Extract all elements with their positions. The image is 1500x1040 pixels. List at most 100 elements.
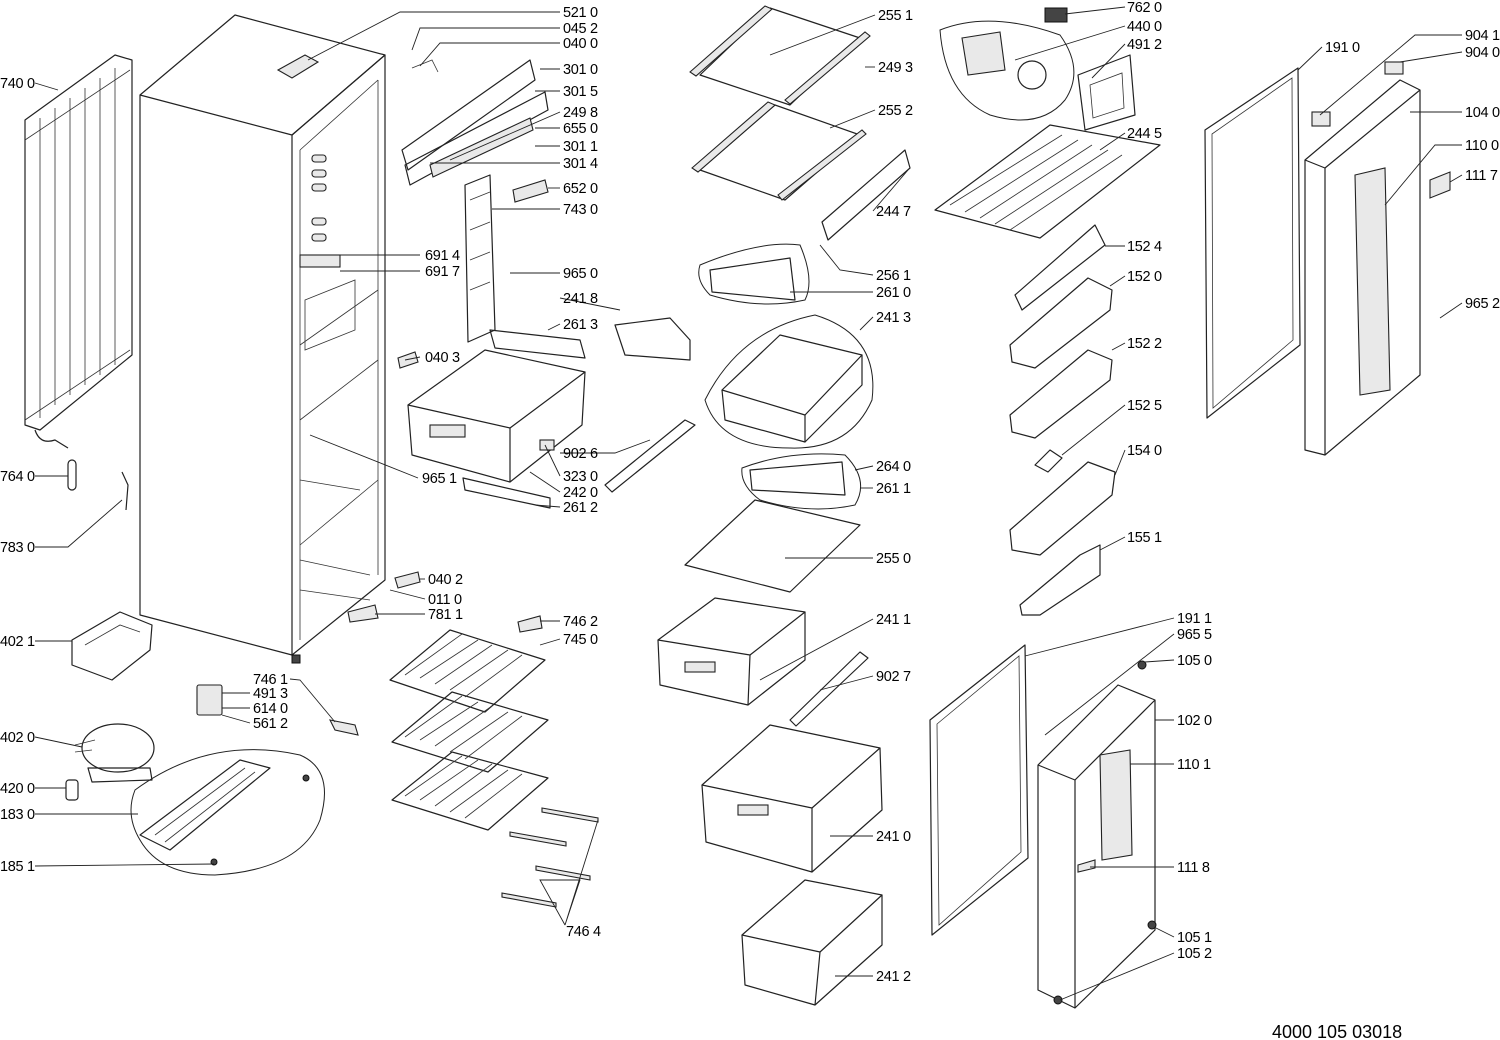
upper-door-part [1304, 61, 1451, 456]
callout: 746 2 [540, 614, 598, 630]
callout: 301 0 [540, 62, 598, 78]
callout: 301 4 [430, 156, 598, 172]
callout-label: 105 1 [1177, 930, 1212, 946]
callout: 740 0 [0, 76, 59, 92]
leader-line [309, 434, 419, 479]
callout: 402 0 [0, 730, 83, 748]
callout: 183 0 [0, 807, 138, 823]
leader-line [1384, 144, 1462, 206]
upper-drawer-part [407, 349, 586, 509]
crisper-cover-group [684, 243, 874, 593]
callout-label: 746 1 [253, 672, 288, 688]
callout: 191 0 [1297, 40, 1360, 71]
base-bracket-group [130, 749, 325, 876]
callout-label: 102 0 [1177, 713, 1212, 729]
leader-line [529, 471, 561, 493]
callout-label: 965 5 [1177, 627, 1212, 643]
callout-label: 241 3 [876, 310, 911, 326]
callout-label: 655 0 [563, 121, 598, 137]
callout-label: 111 8 [1177, 860, 1210, 876]
callout: 045 2 [411, 21, 598, 51]
callout-label: 191 1 [1177, 611, 1212, 627]
callout-label: 691 4 [425, 248, 460, 264]
leader-line [404, 356, 421, 361]
callout-label: 691 7 [425, 264, 460, 280]
callout-label: 521 0 [563, 5, 598, 21]
leader-line [35, 499, 123, 548]
callout-label: 111 7 [1465, 168, 1498, 184]
callout: 440 0 [1014, 19, 1162, 61]
callout: 040 3 [404, 350, 460, 366]
callout-label: 301 0 [563, 62, 598, 78]
leader-line [859, 316, 874, 331]
egg-rack-part [934, 124, 1161, 239]
leader-line [1297, 46, 1323, 71]
callout-label: 244 7 [876, 204, 911, 220]
callout: 691 4 [300, 248, 460, 264]
lower-door-part [1037, 660, 1157, 1009]
leader-line [221, 714, 251, 724]
callout-label: 152 2 [1127, 336, 1162, 352]
leader-line [560, 439, 651, 454]
leader-line [1044, 633, 1175, 736]
callout: 323 0 [544, 444, 598, 485]
callout-label: 261 1 [876, 481, 911, 497]
callout-label: 256 1 [876, 268, 911, 284]
callout-label: 185 1 [0, 859, 35, 875]
callout: 655 0 [535, 121, 598, 137]
callout: 783 0 [0, 499, 123, 556]
callout: 040 2 [420, 572, 463, 588]
trim-part-902 [604, 419, 696, 493]
callout: 965 5 [1044, 627, 1212, 736]
callout-label: 040 0 [563, 36, 598, 52]
callout: 261 2 [534, 500, 598, 516]
callout: 965 0 [510, 266, 598, 282]
leader-line [544, 444, 561, 477]
callout: 491 2 [1091, 37, 1162, 79]
leader-line [819, 244, 874, 276]
callout: 255 0 [785, 551, 911, 567]
callout-label: 614 0 [253, 701, 288, 717]
leader-line [419, 42, 560, 67]
callout-label: 241 0 [876, 829, 911, 845]
callout-label: 011 0 [428, 592, 462, 608]
foot-part-746 [329, 719, 359, 736]
callout: 614 0 [222, 701, 288, 717]
capacitor-part-420 [65, 779, 79, 801]
leader-line [1014, 25, 1126, 61]
callout-label: 740 0 [0, 76, 35, 92]
tray-part-402 [71, 611, 153, 681]
leader-line [1091, 43, 1126, 79]
callout: 746 1 [253, 672, 336, 723]
callout-label: 191 0 [1325, 40, 1360, 56]
leader-line [759, 618, 874, 681]
leader-line [34, 863, 215, 867]
leader-line [547, 323, 561, 331]
control-panel-parts [397, 59, 586, 369]
callout: 111 7 [1449, 168, 1498, 184]
leader-line [1111, 342, 1126, 351]
callout-label: 155 1 [1127, 530, 1162, 546]
callout-label: 261 0 [876, 285, 911, 301]
callout-label: 045 2 [563, 21, 598, 37]
callout: 762 0 [1064, 0, 1162, 16]
callout-label: 301 5 [563, 84, 598, 100]
callout-label: 323 0 [563, 469, 598, 485]
callout: 185 1 [0, 859, 215, 875]
callout: 261 1 [860, 481, 911, 497]
leader-line [769, 14, 876, 56]
fan-assembly-group [939, 7, 1136, 131]
callout: 241 1 [759, 612, 911, 681]
callout: 301 5 [535, 84, 598, 100]
callout: 249 3 [865, 60, 913, 76]
leader-line [534, 504, 561, 508]
leader-line [1399, 51, 1463, 63]
callout: 191 1 [1024, 611, 1212, 657]
callout: 249 8 [449, 105, 598, 161]
leader-line [1059, 952, 1175, 1001]
callout-label: 261 3 [563, 317, 598, 333]
callout-label: 249 3 [878, 60, 913, 76]
leader-line [449, 111, 561, 161]
wire-shelves-parts [389, 615, 599, 908]
